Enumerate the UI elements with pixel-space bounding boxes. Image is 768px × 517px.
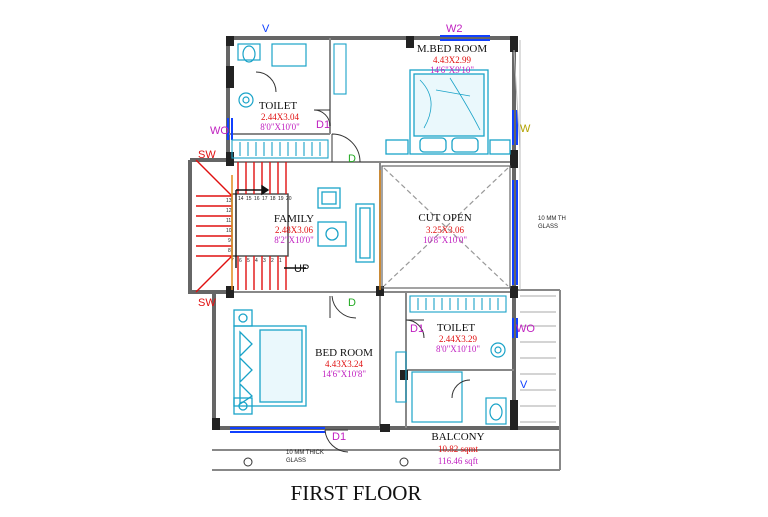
- tag-d1: D1: [410, 323, 424, 335]
- tag-sw: SW: [198, 297, 216, 309]
- step-number: 11: [226, 218, 231, 224]
- step-number: 10: [226, 228, 232, 234]
- glass-note: GLASS: [286, 458, 306, 464]
- right-balcony-rail: [513, 40, 521, 290]
- step-number: 20: [286, 196, 292, 202]
- step-number: 12: [226, 208, 232, 214]
- room-metric: 2.48X3.06: [275, 225, 313, 235]
- tag-d1: D1: [332, 431, 346, 443]
- room-metric: 2.44X3.04: [261, 112, 299, 122]
- tag-up: UP: [294, 263, 309, 275]
- step-number: 15: [246, 196, 252, 202]
- step-number: 4: [255, 258, 258, 264]
- windows: [227, 35, 518, 433]
- glass-note: GLASS: [538, 224, 558, 230]
- room-imperial: 8'0"X10'10": [436, 344, 480, 354]
- page-title: FIRST FLOOR: [291, 481, 422, 505]
- step-number: 6: [239, 258, 242, 264]
- tag-wo: WO: [210, 125, 229, 137]
- wardrobes: [231, 43, 507, 403]
- balcony-railing: [243, 295, 556, 467]
- stair-numbers: 14 15 16 17 18 19 20 13 12 11 10 9 8 7 6…: [226, 196, 292, 264]
- bedroom-bed: [233, 309, 307, 415]
- tag-wo: WO: [516, 323, 535, 335]
- room-imperial: 14'6"X10'8": [322, 369, 366, 379]
- glass-note: 10 MM TH: [538, 216, 566, 222]
- room-imperial: 8'0"X10'0": [260, 122, 300, 132]
- step-number: 3: [263, 258, 266, 264]
- room-imperial: 14'6"X9'10": [430, 65, 474, 75]
- room-metric: 4.43X3.24: [325, 359, 363, 369]
- tag-d: D: [348, 153, 356, 165]
- step-number: 17: [262, 196, 268, 202]
- staircase: [195, 159, 289, 293]
- doors: [255, 71, 471, 453]
- room-metric: 3.25X3.06: [426, 225, 464, 235]
- tag-sw: SW: [198, 149, 216, 161]
- room-name: BED ROOM: [315, 347, 373, 359]
- step-number: 14: [238, 196, 244, 202]
- room-name: M.BED ROOM: [417, 43, 488, 55]
- step-number: 19: [278, 196, 284, 202]
- step-number: 5: [247, 258, 250, 264]
- stair-arrows: [235, 184, 306, 269]
- step-number: 2: [271, 258, 274, 264]
- tag-v: V: [520, 379, 528, 391]
- room-name: CUT OPEN: [418, 212, 471, 224]
- cut-open-cross: [381, 165, 511, 289]
- room-name: BALCONY: [431, 431, 484, 443]
- master-bed: [385, 69, 511, 155]
- tag-v: V: [262, 23, 270, 35]
- room-metric: 4.43X2.99: [433, 55, 471, 65]
- step-number: 1: [279, 258, 282, 264]
- room-imperial: 10'8"X10'0": [423, 235, 467, 245]
- step-number: 9: [228, 238, 231, 244]
- step-number: 8: [228, 248, 231, 254]
- step-number: 18: [270, 196, 276, 202]
- room-name: TOILET: [259, 100, 298, 112]
- step-number: 16: [254, 196, 260, 202]
- room-metric: 2.44X3.29: [439, 334, 477, 344]
- columns: [212, 36, 518, 432]
- tag-w2: W2: [446, 23, 463, 35]
- glass-note: 10 MM THICK: [286, 450, 324, 456]
- tag-d: D: [348, 297, 356, 309]
- toilet-fixtures: [237, 43, 507, 425]
- room-name: TOILET: [437, 322, 476, 334]
- family-furniture: [317, 187, 375, 263]
- tag-d1: D1: [316, 119, 330, 131]
- tag-w: W: [520, 123, 531, 135]
- family-boundary: [231, 170, 381, 290]
- room-area-sqmt: 10.82 sqmt: [438, 444, 479, 454]
- room-name: FAMILY: [274, 213, 314, 225]
- room-imperial: 8'2"X10'0": [274, 235, 314, 245]
- room-area-sqft: 116.46 sqft: [438, 456, 479, 466]
- step-number: 13: [226, 198, 232, 204]
